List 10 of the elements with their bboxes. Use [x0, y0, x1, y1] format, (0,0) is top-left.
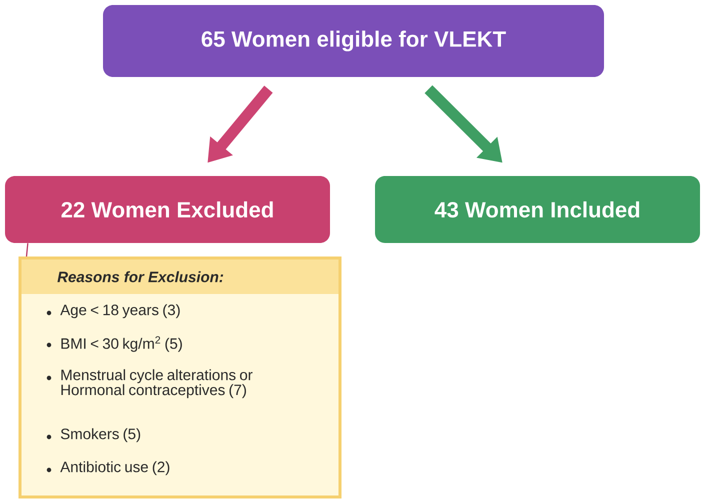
connector-line — [26, 243, 28, 257]
box-heading: Reasons for Exclusion: — [22, 260, 338, 294]
list-item: Antibiotic use (2) — [46, 461, 170, 476]
excluded-box: 22 Women Excluded — [5, 176, 330, 243]
list-item: BMI < 30 kg/m$^{2}$ (5) — [46, 336, 182, 352]
included-box: 43 Women Included — [375, 176, 700, 243]
list-item: Smokers (5) — [46, 428, 140, 442]
list-item: Age < 18 years (3) — [46, 304, 180, 318]
title-box: 65 Women eligible for VLEKT — [103, 5, 604, 77]
list-item: Menstrual cycle alterations or Hormonal contraceptives (7) — [46, 369, 252, 398]
